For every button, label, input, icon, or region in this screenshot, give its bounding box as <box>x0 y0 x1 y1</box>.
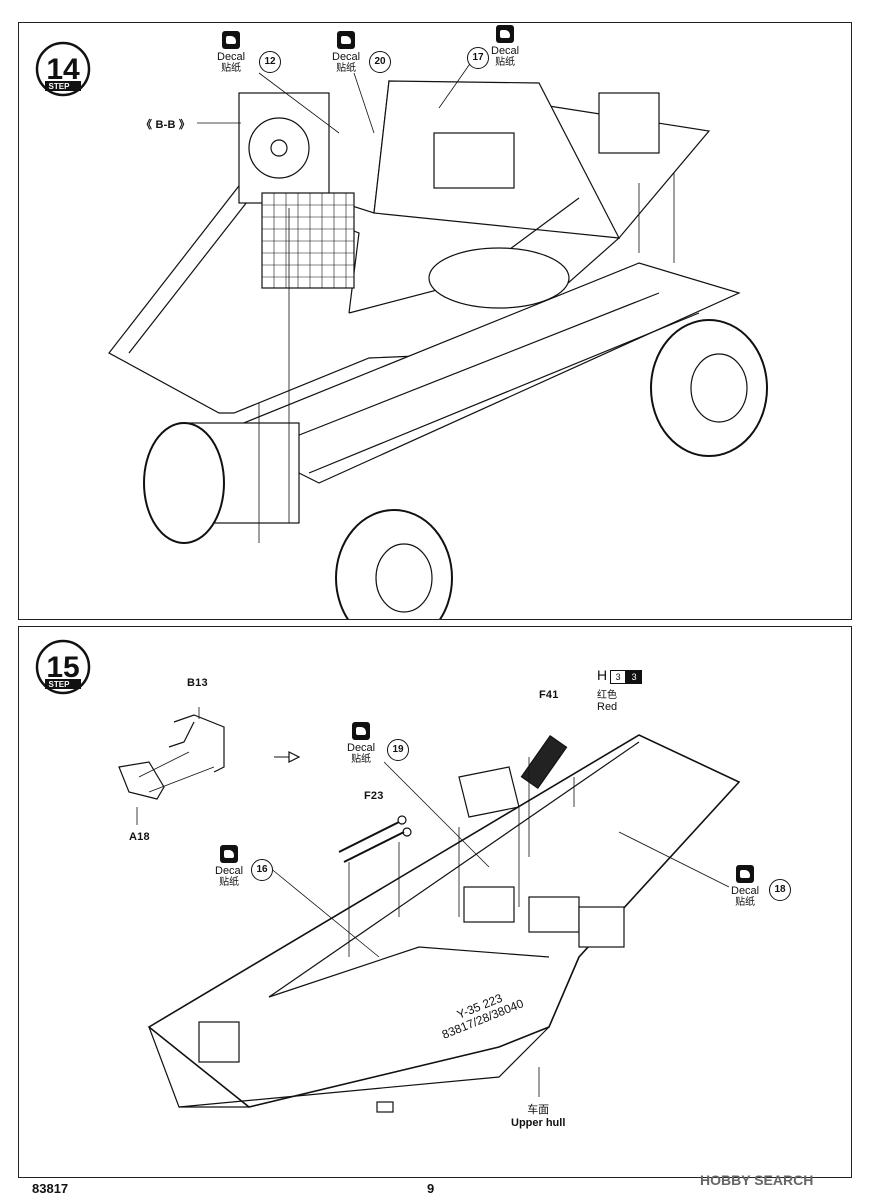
decal-number-17: 17 <box>467 47 489 69</box>
decal-cn: 贴纸 <box>351 754 372 765</box>
vehicle-chassis-drawing <box>108 57 768 619</box>
decal-icon <box>496 25 515 43</box>
decal-callout-18: Decal 贴纸 <box>731 865 759 909</box>
decal-number-16: 16 <box>251 859 273 881</box>
decal-number-12: 12 <box>259 51 281 73</box>
upper-hull-en: Upper hull <box>511 1117 566 1129</box>
decal-icon <box>352 722 371 740</box>
paint-number-box-dark: 3 <box>626 670 643 685</box>
decal-icon <box>337 31 356 49</box>
step-14-number: 14 <box>46 53 80 86</box>
page-number: 9 <box>427 1181 435 1196</box>
wheel-rear <box>650 319 768 457</box>
part-label-b13: B13 <box>187 677 208 689</box>
decal-word: Decal <box>731 885 760 897</box>
step-15-word: STEP <box>49 680 71 689</box>
paint-en: Red <box>597 701 618 714</box>
part-label-f23: F23 <box>364 790 384 802</box>
product-code: 83817 <box>32 1181 69 1196</box>
decal-number-18: 18 <box>769 879 791 901</box>
wheel-front-right <box>335 509 453 619</box>
decal-callout-19: Decal 贴纸 <box>347 722 375 766</box>
decal-callout-20: Decal 贴纸 <box>332 31 360 75</box>
decal-cn: 贴纸 <box>336 63 357 74</box>
upper-hull-cn: 车面 <box>527 1104 550 1116</box>
decal-icon <box>222 31 241 49</box>
step-14-word: STEP <box>49 82 71 91</box>
decal-word: Decal <box>491 45 520 57</box>
decal-icon <box>220 845 239 863</box>
decal-number-20: 20 <box>369 51 391 73</box>
step-15-drawing: 15 STEP <box>35 639 741 1113</box>
step-14-panel: 14 STEP <box>18 22 852 620</box>
paint-number-box: 3 <box>610 670 627 685</box>
wheel-front-left <box>143 422 225 544</box>
view-label-b-b: 《 B-B 》 <box>141 119 191 131</box>
decal-word: Decal <box>215 865 244 877</box>
part-label-a18: A18 <box>129 831 150 843</box>
decal-callout-16: Decal 贴纸 <box>215 845 243 889</box>
decal-cn: 贴纸 <box>219 877 240 888</box>
part-label-f41: F41 <box>539 689 559 701</box>
decal-word: Decal <box>347 742 376 754</box>
decal-cn: 贴纸 <box>495 57 516 68</box>
upper-hull-caption: 车面 Upper hull <box>511 1101 565 1129</box>
decal-word: Decal <box>217 51 246 63</box>
step-15-number: 15 <box>46 651 79 684</box>
step-15-panel: 15 STEP <box>18 626 852 1178</box>
upper-hull-drawing <box>118 707 741 1113</box>
step-14-badge: 14 STEP <box>35 41 91 97</box>
decal-icon <box>736 865 755 883</box>
decal-callout-12: Decal 贴纸 <box>217 31 245 75</box>
decal-cn: 贴纸 <box>735 897 756 908</box>
watermark-logo-bottom: HOBBY SEARCH <box>700 1172 813 1188</box>
decal-cn: 贴纸 <box>221 63 242 74</box>
decal-number-19: 19 <box>387 739 409 761</box>
paint-letter: H <box>597 667 608 683</box>
step-15-badge: 15 STEP <box>35 639 91 695</box>
decal-word: Decal <box>332 51 361 63</box>
decal-callout-17: Decal 贴纸 <box>491 25 519 69</box>
paint-cn: 红色 <box>597 690 617 702</box>
watermark-bottom-text: HOBBY SEARCH <box>700 1172 814 1188</box>
step-14-drawing: 14 STEP <box>35 41 768 619</box>
